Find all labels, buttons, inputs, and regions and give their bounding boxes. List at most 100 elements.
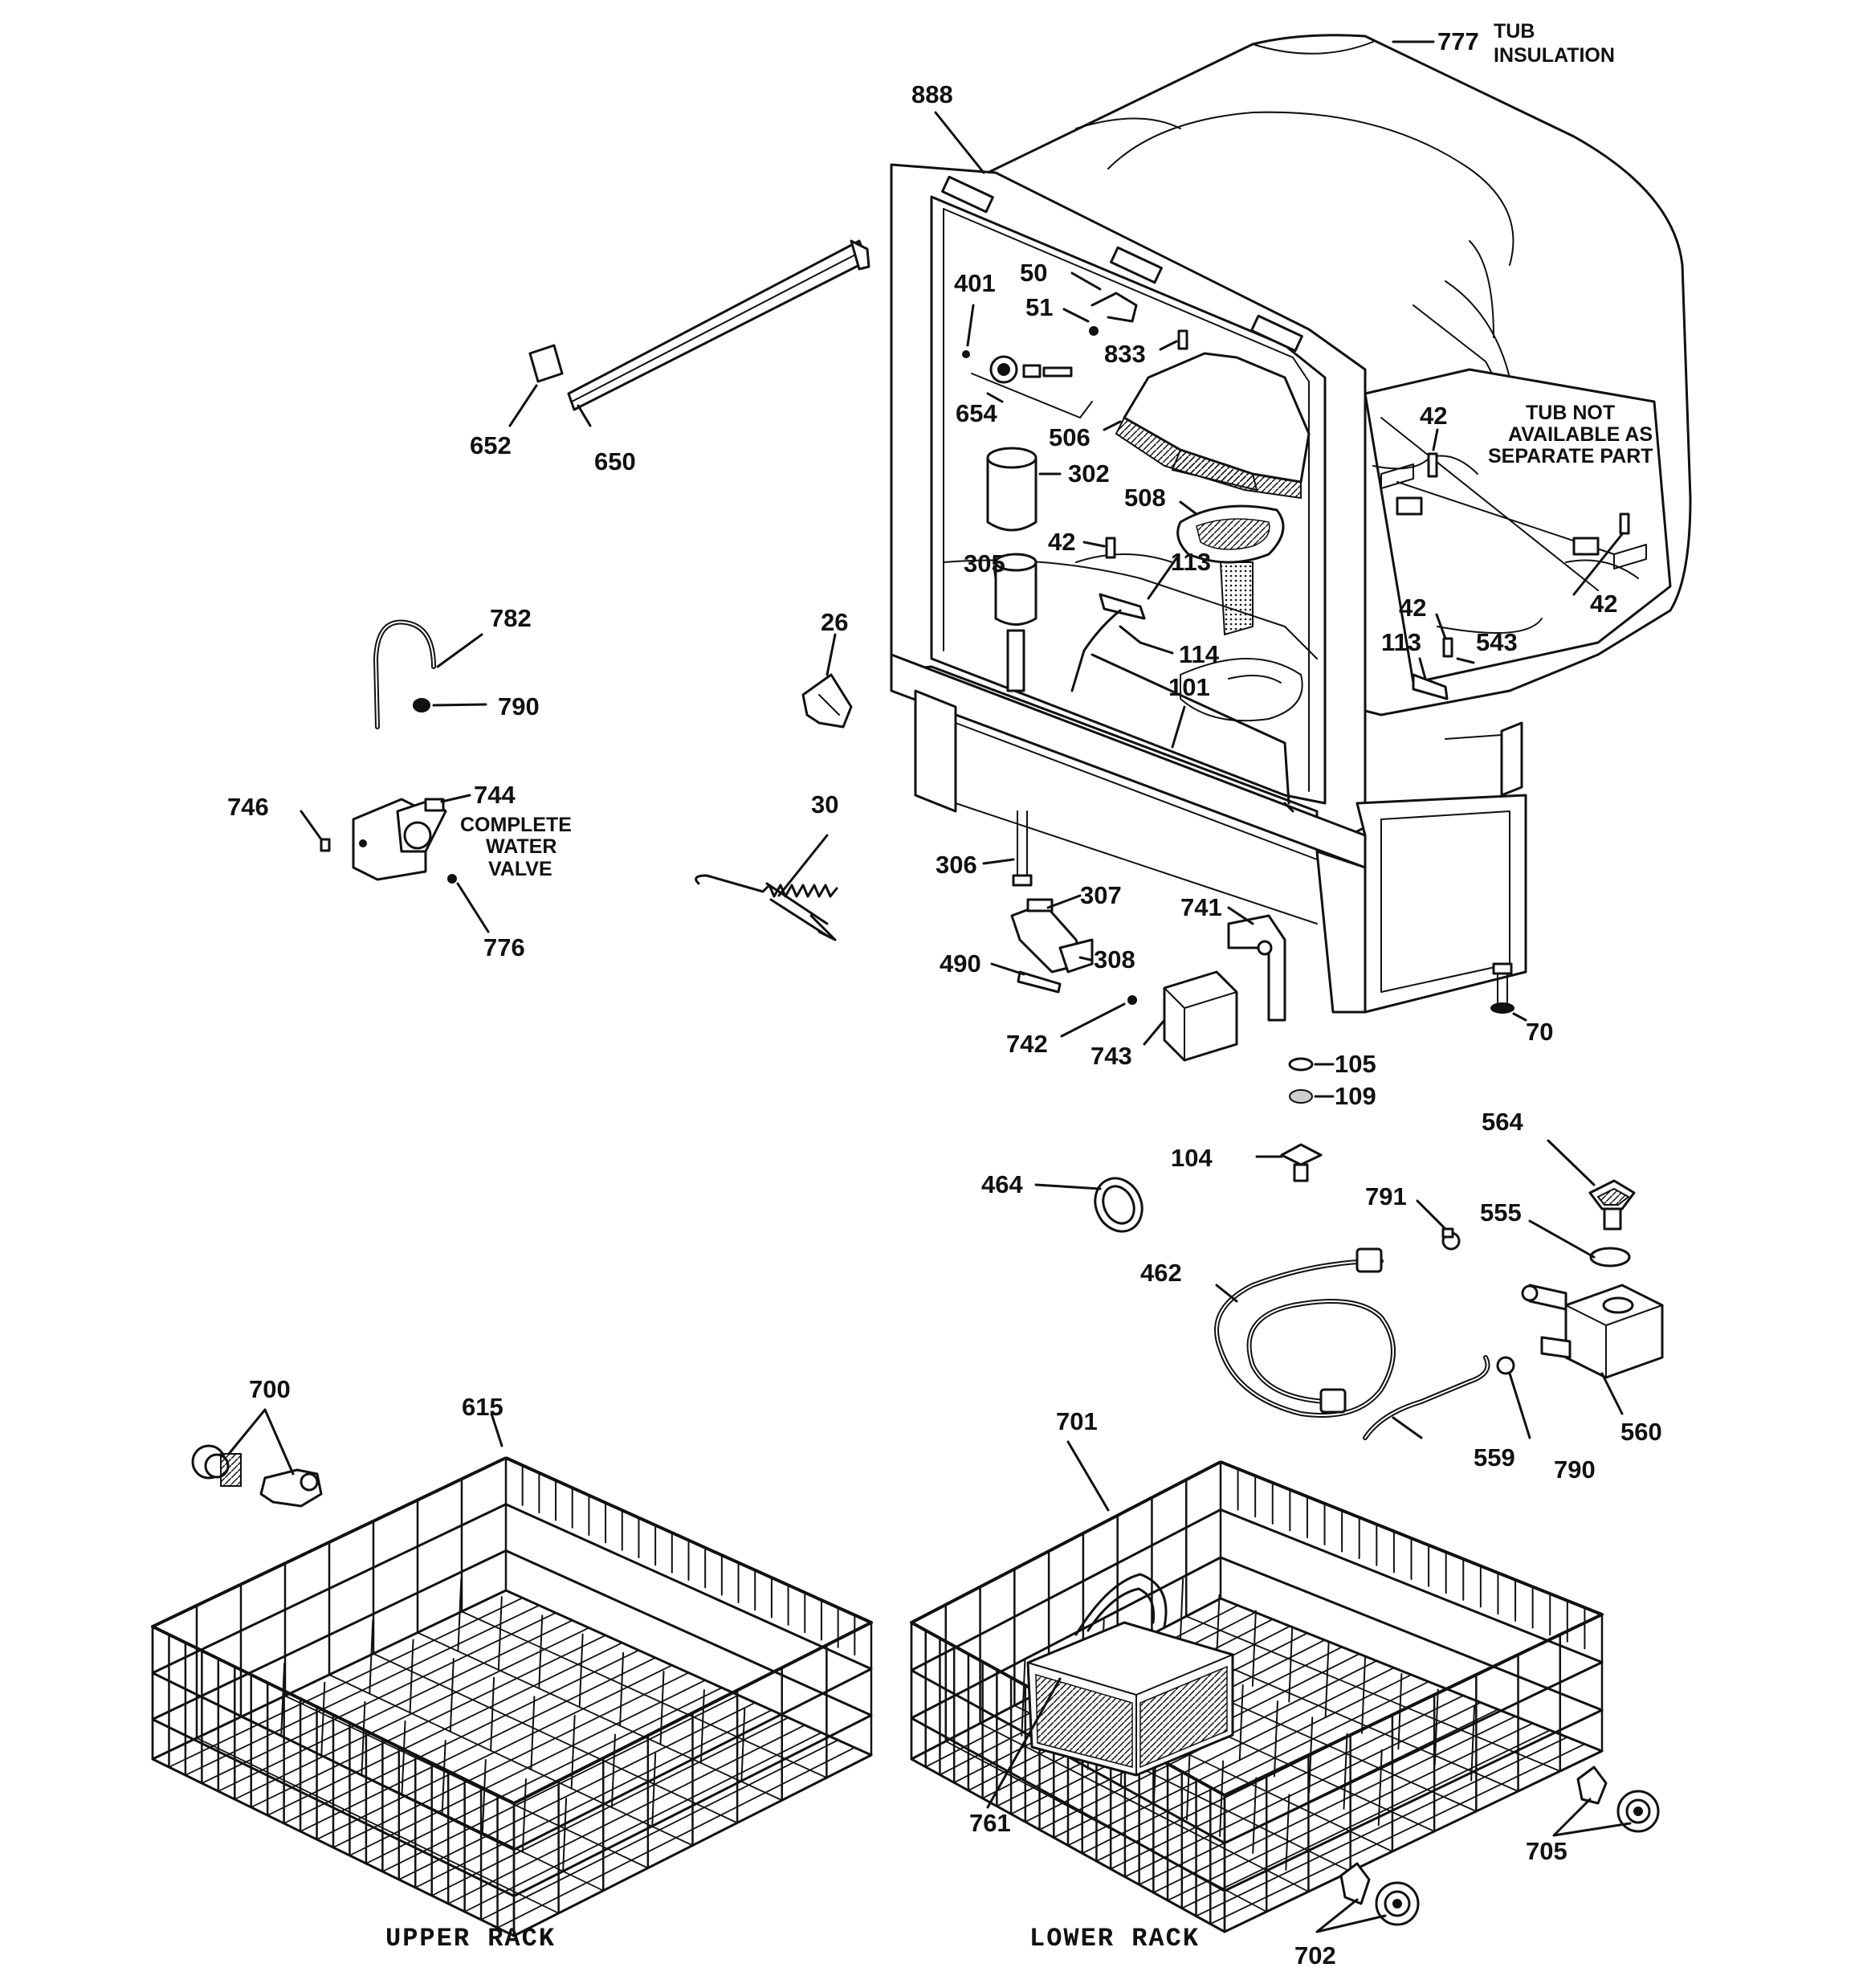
caption-upper-rack: UPPER RACK: [385, 1924, 556, 1953]
callout-746: 746: [227, 793, 269, 821]
part-305: [994, 553, 1037, 692]
callout-508: 508: [1124, 484, 1166, 512]
note-tub-not-line1: TUB NOT: [1526, 402, 1615, 424]
part-70-leg: [1490, 962, 1514, 1014]
callout-790-a: 790: [498, 692, 540, 720]
callout-615: 615: [462, 1393, 503, 1421]
part-746-screw: [320, 838, 331, 852]
callout-543: 543: [1476, 628, 1518, 656]
callout-labels: 777 TUB INSULATION 888 401 50 51 833 654…: [227, 20, 1662, 1970]
callout-307: 307: [1080, 881, 1122, 909]
note-water-valve-line2: WATER: [486, 835, 556, 858]
callout-559: 559: [1474, 1443, 1515, 1472]
callout-741: 741: [1180, 893, 1222, 921]
callout-761: 761: [969, 1809, 1011, 1837]
part-508: [1176, 504, 1285, 636]
part-743-box: [1163, 970, 1238, 1062]
callout-742: 742: [1006, 1030, 1048, 1058]
callout-744: 744: [474, 781, 516, 809]
part-113-b: [1412, 673, 1449, 700]
callout-51: 51: [1025, 293, 1053, 321]
element-terminals: [1380, 463, 1647, 569]
callout-560: 560: [1620, 1418, 1662, 1446]
callout-306: 306: [936, 851, 977, 879]
callout-42-c: 42: [1590, 590, 1617, 618]
part-741-bracket: [1227, 914, 1286, 1022]
part-109-washer: [1289, 1089, 1313, 1104]
callout-302: 302: [1068, 459, 1110, 488]
callout-777: 777: [1437, 27, 1479, 55]
part-559-hose: [1363, 1355, 1490, 1440]
part-761-basket: [1026, 1573, 1234, 1777]
callout-26: 26: [821, 608, 848, 636]
part-564: [1588, 1179, 1636, 1231]
callout-555: 555: [1480, 1198, 1522, 1227]
callout-70: 70: [1526, 1018, 1553, 1046]
part-652: [528, 344, 564, 383]
part-114-101-tube: [1070, 609, 1294, 813]
part-302: [986, 447, 1037, 532]
note-water-valve-line3: VALVE: [488, 858, 552, 880]
part-700-rollers: [191, 1444, 323, 1508]
callout-776: 776: [483, 933, 525, 961]
callout-105: 105: [1335, 1050, 1376, 1078]
part-560-pump: [1521, 1284, 1664, 1379]
callout-700: 700: [249, 1375, 291, 1403]
callout-30: 30: [811, 790, 838, 818]
part-104: [1280, 1143, 1323, 1182]
callout-790-b: 790: [1554, 1455, 1596, 1484]
note-tub-insulation-line1: TUB: [1494, 20, 1535, 43]
caption-lower-rack: LOWER RACK: [1029, 1924, 1200, 1953]
callout-564: 564: [1482, 1108, 1523, 1136]
part-790-a: [413, 698, 430, 712]
tub-internal-parts: [962, 292, 1630, 813]
callout-888: 888: [911, 80, 953, 108]
callout-702: 702: [1294, 1941, 1336, 1970]
part-555-ring: [1589, 1247, 1631, 1268]
callout-652: 652: [470, 431, 512, 459]
note-tub-not-line3: SEPARATE PART: [1488, 445, 1653, 467]
screw-42-a: [1105, 537, 1116, 559]
callout-791: 791: [1365, 1182, 1407, 1210]
part-30-spring: [695, 874, 838, 941]
upper-rack: [151, 1456, 873, 1937]
callout-506: 506: [1049, 423, 1090, 451]
callout-42-d: 42: [1399, 594, 1426, 622]
part-776-screw: [447, 874, 457, 884]
bracket-50: [1090, 292, 1138, 323]
callout-50: 50: [1020, 259, 1047, 287]
part-307-308-switch: [1010, 898, 1094, 974]
callout-101: 101: [1168, 673, 1210, 701]
part-490: [1017, 970, 1062, 994]
part-791-clamp: [1441, 1227, 1461, 1251]
part-26: [801, 673, 853, 729]
callout-308: 308: [1094, 945, 1135, 974]
callout-109: 109: [1335, 1082, 1376, 1110]
callout-490: 490: [940, 949, 981, 978]
part-705: [1576, 1766, 1660, 1833]
callout-462: 462: [1140, 1259, 1182, 1287]
callout-705: 705: [1526, 1837, 1567, 1865]
part-702: [1339, 1862, 1420, 1926]
callout-654: 654: [956, 399, 997, 427]
callout-782: 782: [490, 604, 532, 632]
callout-113-b: 113: [1381, 628, 1421, 656]
callout-701: 701: [1056, 1407, 1098, 1435]
callout-104: 104: [1171, 1144, 1213, 1172]
note-water-valve-line1: COMPLETE: [460, 814, 572, 836]
note-tub-not-line2: AVAILABLE AS: [1508, 423, 1653, 446]
callout-305: 305: [964, 549, 1005, 578]
callout-113-a: 113: [1171, 548, 1211, 576]
leader-lines: [227, 40, 1632, 1933]
part-744-water-valve: [352, 798, 447, 881]
part-105-washer: [1288, 1057, 1314, 1072]
part-306-bolt: [1012, 810, 1033, 887]
note-tub-insulation-line2: INSULATION: [1494, 44, 1615, 67]
callout-42-a: 42: [1048, 528, 1075, 556]
part-650-strip: [567, 239, 870, 411]
callout-743: 743: [1090, 1042, 1132, 1070]
callout-833: 833: [1104, 340, 1146, 368]
part-113-a: [1099, 593, 1146, 620]
